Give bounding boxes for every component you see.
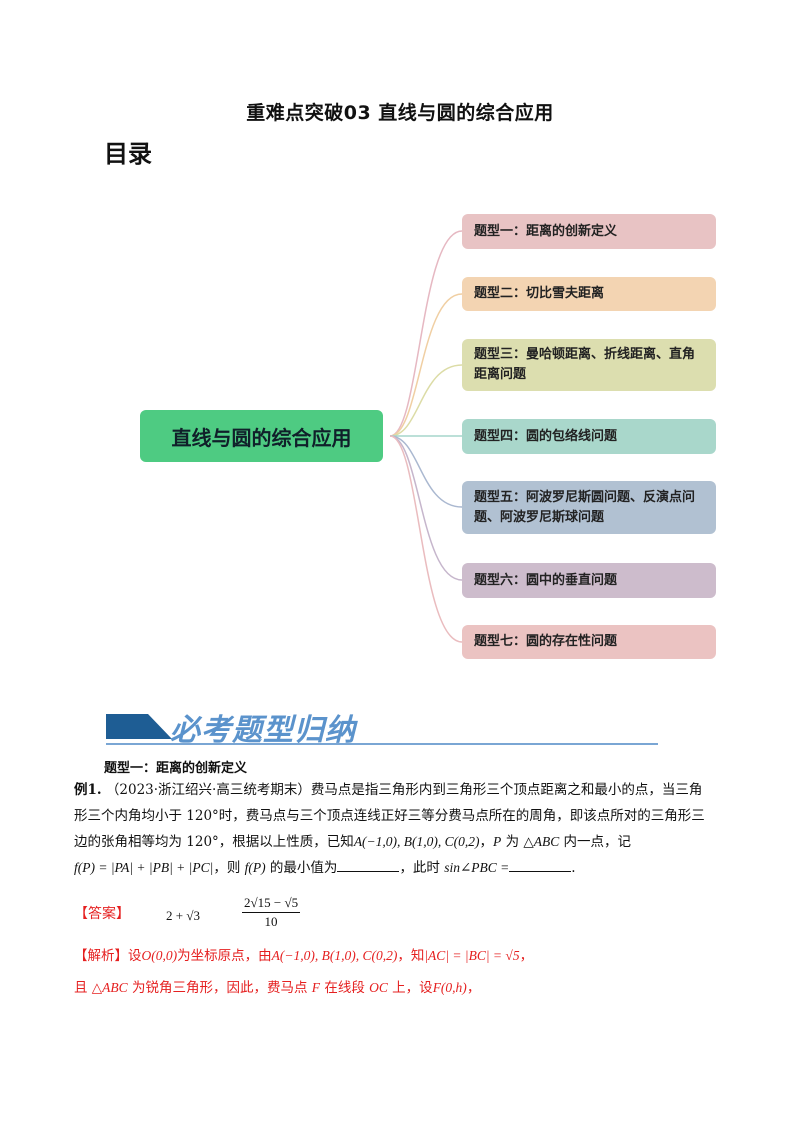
mindmap-branch-3: 题型三：曼哈顿距离、折线距离、直角距离问题 [462, 339, 716, 391]
math-fh: F(0,h) [432, 980, 467, 995]
math-function-def: f(P) = |PA| + |PB| + |PC| [74, 860, 214, 875]
text-span: 内一点，记 [559, 834, 632, 850]
text-span: 的最小值为 [265, 860, 338, 876]
example-line-1: 例1. （2023·浙江绍兴·高三统考期末）费马点是指三角形内到三角形三个顶点距… [74, 780, 734, 800]
example-line-1-text: 费马点是指三角形内到三角形三个顶点距离之和最小的点，当三角 [310, 782, 703, 798]
mindmap: 直线与圆的综合应用 题型一：距离的创新定义 题型二：切比雪夫距离 题型三：曼哈顿… [140, 214, 716, 659]
math-oc: OC [369, 980, 388, 995]
analysis-line-1: 【解析】设O(0,0)为坐标原点，由A(−1,0), B(1,0), C(0,2… [74, 946, 734, 966]
example-1-text: 例1. （2023·浙江绍兴·高三统考期末）费马点是指三角形内到三角形三个顶点距… [74, 780, 734, 878]
fraction-denominator: 10 [264, 914, 278, 929]
mindmap-branch-7: 题型七：圆的存在性问题 [462, 625, 716, 659]
text-span: 在线段 [320, 980, 370, 996]
text-span: ，则 [213, 860, 245, 876]
math-f: F [311, 980, 321, 995]
text-span: 为坐标原点，由 [177, 948, 272, 964]
mindmap-branch-5: 题型五：阿波罗尼斯圆问题、反演点问题、阿波罗尼斯球问题 [462, 481, 716, 534]
text-span: 设 [128, 948, 142, 964]
banner-triangle-decoration [148, 714, 172, 739]
math-points: A(−1,0), B(1,0), C(0,2) [353, 834, 480, 849]
section-banner: 必考题型归纳 [106, 705, 658, 748]
math-sin-pbc: sin∠PBC = [444, 860, 510, 875]
text-span: 上，设 [387, 980, 433, 996]
mindmap-connectors [389, 230, 463, 643]
example-line-4: f(P) = |PA| + |PB| + |PC|，则 f(P) 的最小值为 ，此… [74, 858, 734, 878]
question-type-heading: 题型一：距离的创新定义 [104, 761, 248, 776]
text-span: 为锐角三角形，因此，费马点 [127, 980, 312, 996]
math-points: A(−1,0), B(1,0), C(0,2) [271, 948, 398, 963]
banner-block-decoration [106, 714, 148, 739]
answer-blank-2 [509, 859, 572, 872]
math-triangle: △ABC [91, 980, 128, 995]
text-span: ， [519, 948, 534, 964]
mindmap-branch-6: 题型六：圆中的垂直问题 [462, 563, 716, 598]
answer-label: 【答案】 [74, 906, 130, 922]
mindmap-branch-2: 题型二：切比雪夫距离 [462, 277, 716, 311]
analysis-label: 【解析】 [74, 948, 128, 964]
math-triangle: △ABC [523, 834, 560, 849]
example-line-3: 边的张角相等均为 120°，根据以上性质，已知A(−1,0), B(1,0), … [74, 832, 734, 852]
math-p: P [493, 834, 502, 849]
text-span: 且 [74, 980, 92, 996]
fraction-numerator: 2√15 − √5 [242, 895, 301, 913]
answer-value-1: 2 + √3 [166, 908, 200, 923]
math-equal-lengths: |AC| = |BC| = √5 [424, 948, 520, 963]
text-span: . [571, 860, 576, 876]
example-label: 例1. [74, 782, 102, 798]
banner-title: 必考题型归纳 [170, 713, 356, 748]
example-source: （2023·浙江绍兴·高三统考期末） [105, 782, 311, 798]
text-span: ， [466, 980, 481, 996]
answer-blank-1 [337, 859, 400, 872]
mindmap-branch-1: 题型一：距离的创新定义 [462, 214, 716, 249]
text-span: ，知 [397, 948, 425, 964]
text-span: ， [479, 834, 494, 850]
analysis-line-2: 且 △ABC 为锐角三角形，因此，费马点 F 在线段 OC 上，设F(0,h)， [74, 978, 734, 998]
math-origin: O(0,0) [141, 948, 178, 963]
toc-heading: 目录 [104, 140, 152, 168]
text-span: 边的张角相等均为 120°，根据以上性质，已知 [74, 834, 354, 850]
example-line-2: 形三个内角均小于 120°时，费马点与三个顶点连线正好三等分费马点所在的周角，即… [74, 808, 705, 824]
math-fp: f(P) [244, 860, 266, 875]
banner-underline [106, 743, 658, 745]
answer-row: 【答案】 2 + √3 2√15 − √5 10 [74, 895, 674, 935]
analysis-text: 【解析】设O(0,0)为坐标原点，由A(−1,0), B(1,0), C(0,2… [74, 946, 734, 998]
text-span: ，此时 [399, 860, 445, 876]
mindmap-root-node: 直线与圆的综合应用 [140, 410, 383, 462]
text-span: 为 [501, 834, 524, 850]
answer-value-2-fraction: 2√15 − √5 10 [242, 895, 301, 930]
mindmap-branch-4: 题型四：圆的包络线问题 [462, 419, 716, 454]
document-title: 重难点突破03 直线与圆的综合应用 [246, 102, 554, 124]
